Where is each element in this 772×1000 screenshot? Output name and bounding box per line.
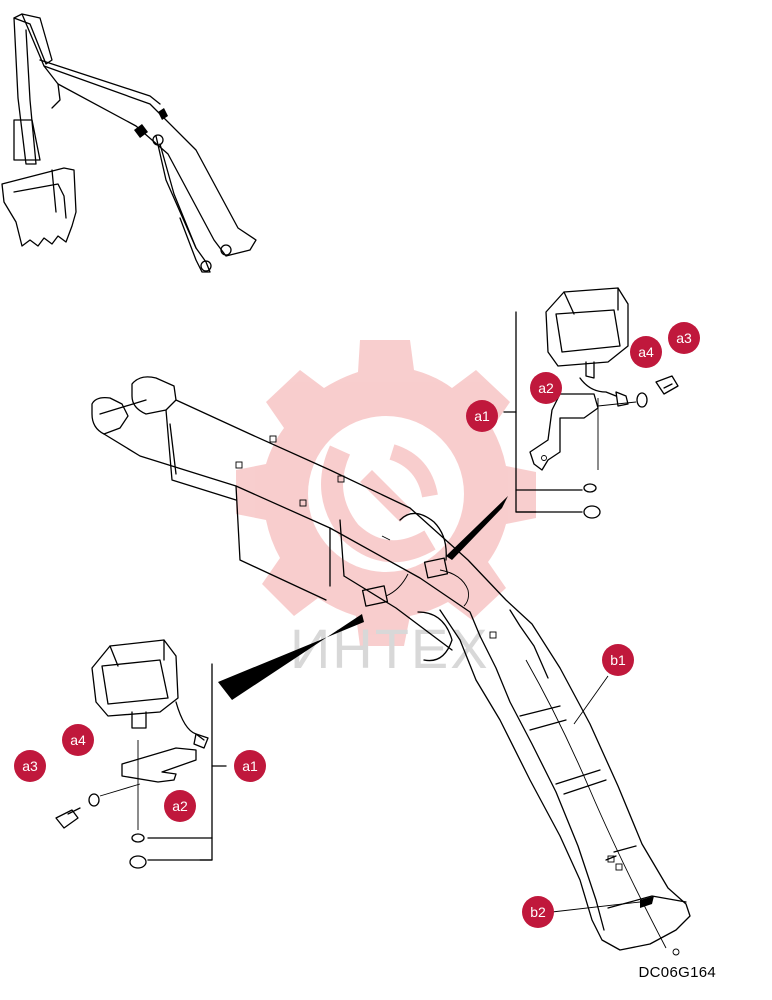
excavator-overview bbox=[1, 13, 257, 273]
svg-text:a1: a1 bbox=[474, 408, 490, 424]
svg-text:a4: a4 bbox=[70, 732, 86, 748]
watermark-gear-icon bbox=[236, 340, 536, 646]
callout-bottom-a3: a3 bbox=[14, 750, 46, 782]
svg-text:b1: b1 bbox=[610, 652, 626, 668]
svg-text:a3: a3 bbox=[22, 758, 38, 774]
watermark-text: ИНТЕХ bbox=[290, 617, 490, 680]
svg-text:a1: a1 bbox=[242, 758, 258, 774]
callout-top-a4: a4 bbox=[630, 336, 662, 368]
callout-bottom-a1: a1 bbox=[234, 750, 266, 782]
svg-text:a3: a3 bbox=[676, 330, 692, 346]
figure-code: DC06G164 bbox=[638, 964, 716, 981]
callout-top-a3: a3 bbox=[668, 322, 700, 354]
pointer-arrow-bottom bbox=[218, 614, 364, 700]
boom-drawing bbox=[91, 376, 691, 956]
pointer-arrow-top bbox=[446, 496, 508, 560]
callout-b2: b2 bbox=[522, 896, 554, 928]
callout-top-a1: a1 bbox=[466, 400, 498, 432]
svg-text:a4: a4 bbox=[638, 344, 654, 360]
callout-b1: b1 bbox=[602, 644, 634, 676]
svg-text:b2: b2 bbox=[530, 904, 546, 920]
leader-b1 bbox=[573, 675, 609, 725]
leader-b2 bbox=[551, 901, 641, 913]
work-light-bottom-assembly bbox=[55, 639, 227, 869]
callout-bottom-a4: a4 bbox=[62, 724, 94, 756]
callout-top-a2: a2 bbox=[530, 372, 562, 404]
svg-text:a2: a2 bbox=[172, 798, 188, 814]
work-light-top-assembly bbox=[503, 287, 679, 519]
svg-text:a2: a2 bbox=[538, 380, 554, 396]
callout-bottom-a2: a2 bbox=[164, 790, 196, 822]
